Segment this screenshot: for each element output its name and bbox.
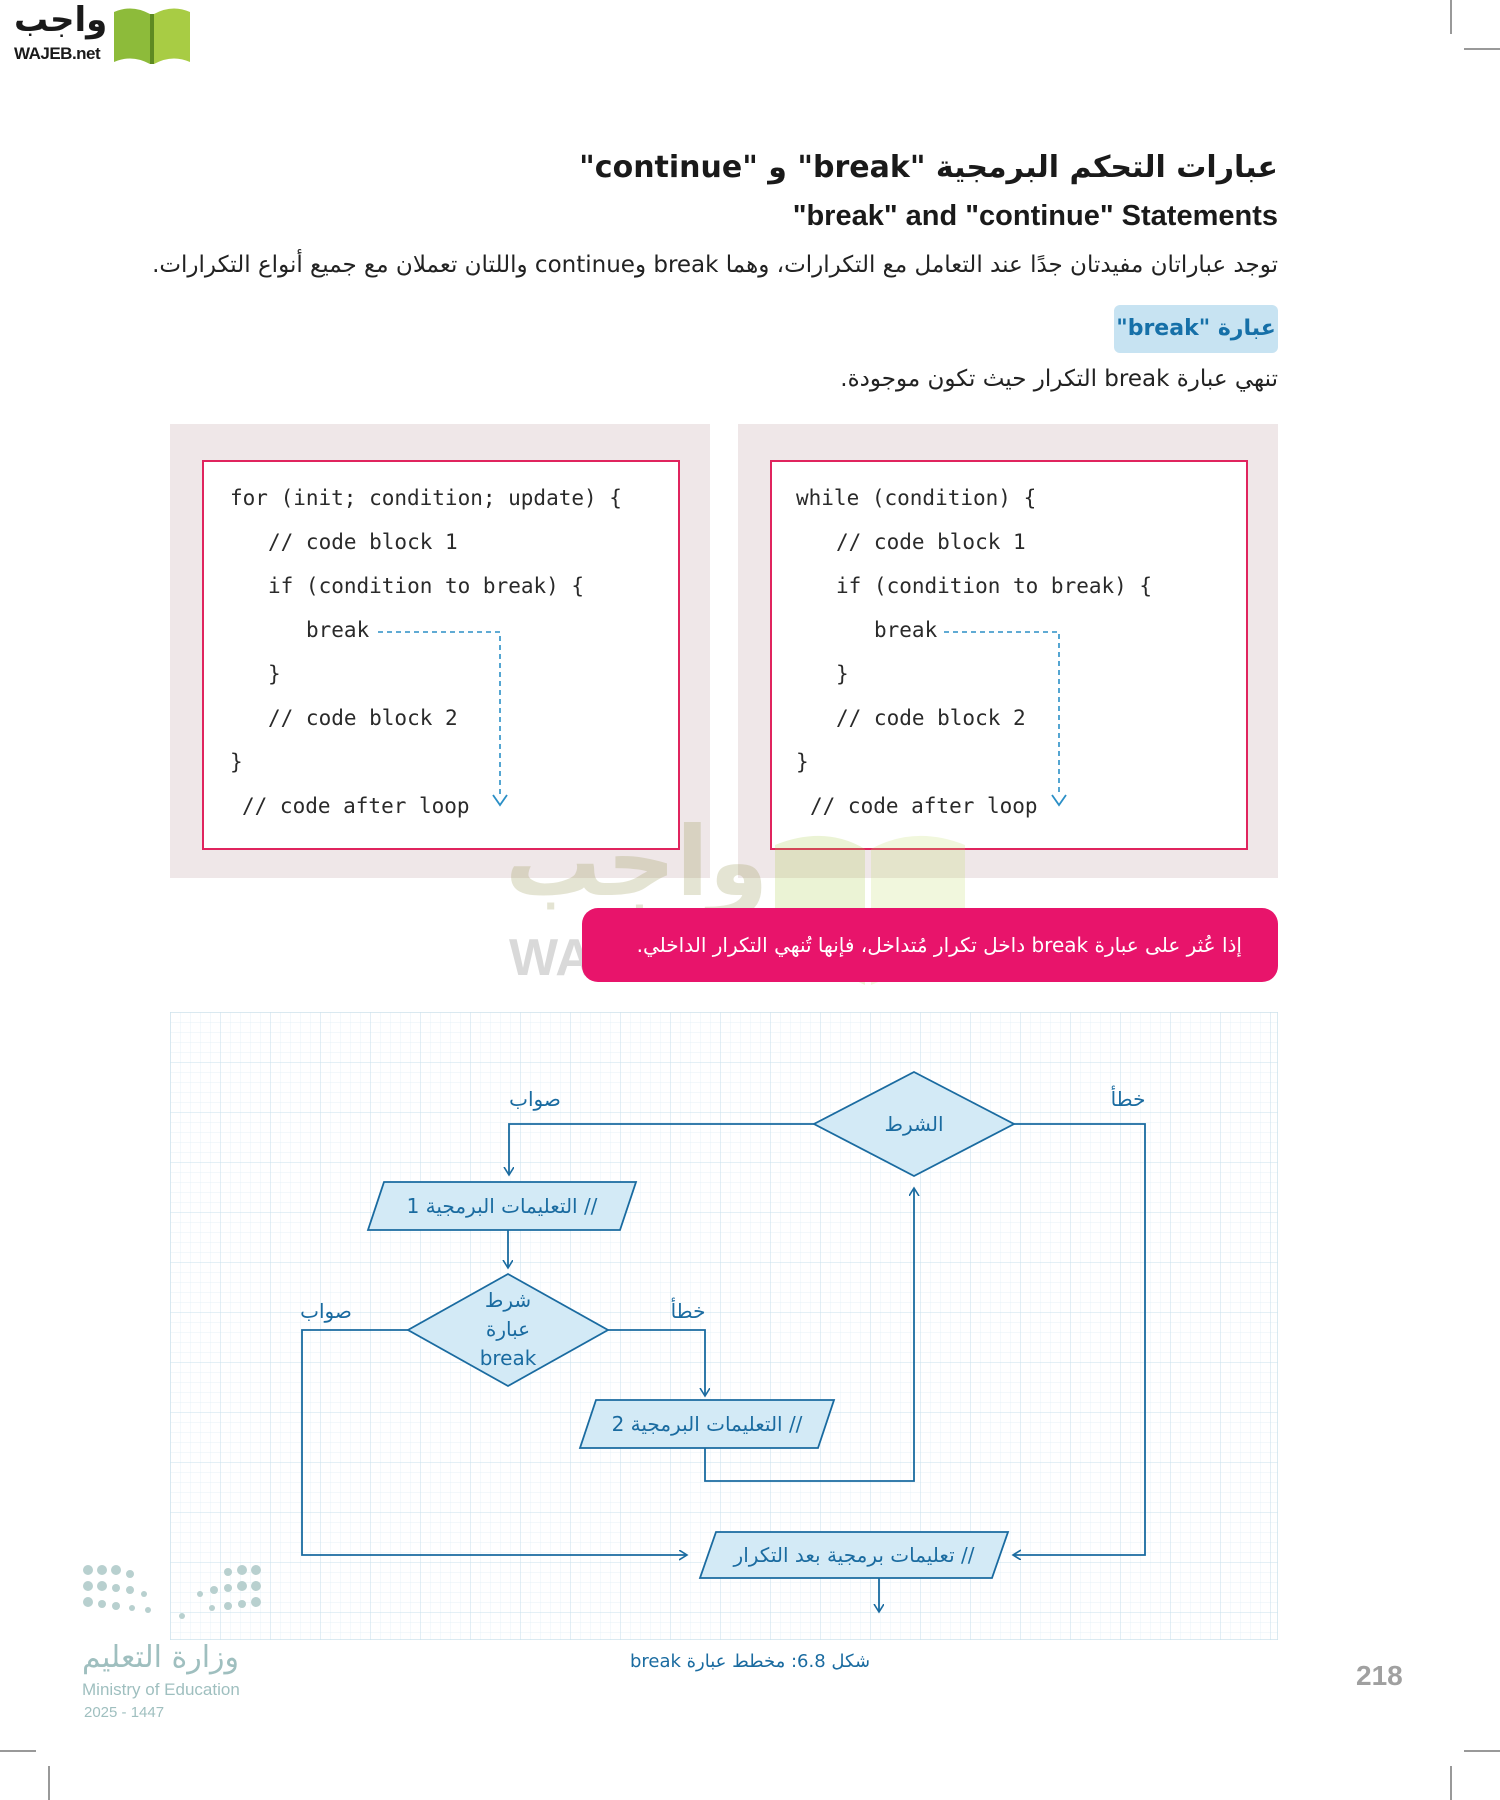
while-line-1: while (condition) { <box>796 486 1037 510</box>
logo-arabic-text: واجب <box>14 0 108 40</box>
while-line-7: } <box>796 750 809 774</box>
while-line-3: if (condition to break) { <box>836 574 1153 598</box>
loop-back-arrow <box>704 1188 914 1482</box>
for-line-4: break <box>306 618 370 642</box>
after-loop-parallelogram <box>698 1531 1010 1579</box>
code-box-for <box>202 460 680 850</box>
true-label-top: صواب <box>509 1087 561 1111</box>
for-line-1: for (init; condition; update) { <box>230 486 622 510</box>
while-line-4: break <box>874 618 938 642</box>
crop-mark <box>1464 48 1500 50</box>
for-line-6: // code block 2 <box>268 706 458 730</box>
true-arrow-to-block1 <box>509 1123 814 1175</box>
block2-label: // التعليمات البرمجية 2 <box>612 1412 803 1436</box>
true-arrow-break-exit <box>301 1329 687 1555</box>
break-label-1: شرط <box>485 1288 531 1312</box>
condition-diamond <box>812 1070 1016 1178</box>
false-label-top: خطأ <box>1111 1085 1146 1111</box>
false-label-break: خطأ <box>671 1297 706 1323</box>
block1-label: // التعليمات البرمجية 1 <box>407 1194 598 1218</box>
for-line-2: // code block 1 <box>268 530 458 554</box>
ministry-name-english: Ministry of Education <box>82 1680 240 1699</box>
ministry-name-arabic: وزارة التعليم <box>82 1640 240 1675</box>
page-number: 218 <box>1356 1660 1403 1691</box>
for-line-5: } <box>268 662 281 686</box>
condition-label: الشرط <box>884 1112 943 1136</box>
break-jump-arrows <box>378 631 1067 807</box>
block1-parallelogram <box>366 1181 638 1231</box>
crop-mark <box>1464 1750 1500 1752</box>
code-box-while <box>770 460 1248 850</box>
crop-mark <box>48 1766 50 1800</box>
break-label-2: عبارة <box>486 1317 530 1341</box>
wajeb-logo[interactable]: واجب WAJEB.net <box>10 0 195 68</box>
section-title-arabic: عبارات التحكم البرمجية "break" و "contin… <box>579 150 1278 185</box>
while-line-8: // code after loop <box>810 794 1038 818</box>
block2-parallelogram <box>578 1399 836 1449</box>
subsection-description: تنهي عبارة break التكرار حيث تكون موجودة… <box>840 366 1278 392</box>
true-label-break: صواب <box>300 1299 352 1323</box>
arrow-block1-to-break <box>508 1229 509 1268</box>
logo-english-text: WAJEB.net <box>14 44 101 63</box>
figure-caption: شكل 6.8: مخطط عبارة break <box>629 1651 871 1672</box>
while-line-5: } <box>836 662 849 686</box>
ministry-emblem-icon <box>83 1565 261 1619</box>
false-arrow-to-after-loop <box>1013 1123 1146 1555</box>
for-line-3: if (condition to break) { <box>268 574 585 598</box>
break-flowchart: الشرط صواب خطأ // التعليمات البرمجية 1 ش… <box>170 1012 1278 1640</box>
after-loop-label: // تعليمات برمجية بعد التكرار <box>733 1543 975 1567</box>
for-line-7: } <box>230 750 243 774</box>
for-line-8: // code after loop <box>242 794 470 818</box>
section-title-english: "break" and "continue" Statements <box>792 200 1278 232</box>
crop-mark <box>1450 0 1452 34</box>
ministry-year: 2025 - 1447 <box>84 1704 165 1721</box>
book-icon <box>114 8 190 65</box>
subsection-label: عبارة "break" <box>1114 305 1278 353</box>
break-label-3: break <box>480 1346 537 1370</box>
intro-paragraph: توجد عباراتان مفيدتان جدًا عند التعامل م… <box>152 252 1278 278</box>
crop-mark <box>1450 1766 1452 1800</box>
false-arrow-to-block2 <box>608 1329 705 1396</box>
crop-mark <box>0 1750 36 1752</box>
break-condition-diamond <box>406 1272 610 1388</box>
while-line-6: // code block 2 <box>836 706 1026 730</box>
nested-loop-note: إذا عُثر على عبارة break داخل تكرار مُتد… <box>582 908 1278 982</box>
while-line-2: // code block 1 <box>836 530 1026 554</box>
